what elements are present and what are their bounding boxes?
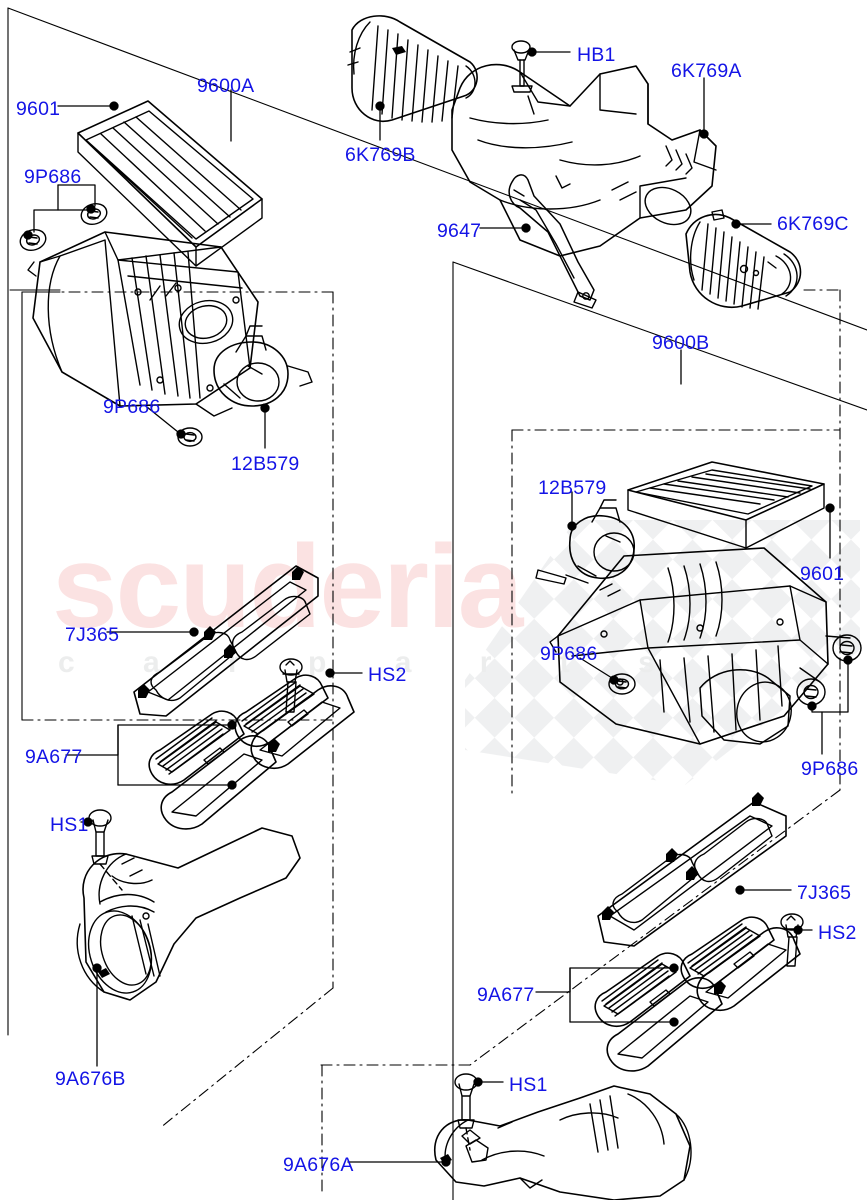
callout-label-9600A[interactable]: 9600A: [197, 75, 255, 97]
part-9647-bracket: [508, 174, 597, 309]
callout-label-12B579-mid-right[interactable]: 12B579: [538, 477, 607, 499]
callout-label-9647[interactable]: 9647: [437, 220, 482, 242]
group-boundary-9600B: [319, 261, 867, 1200]
callout-label-HS2-lower-left[interactable]: HS2: [368, 664, 407, 686]
part-9601-air-filter-upper-left: [77, 100, 263, 267]
part-9A677-filter-ll-b: [234, 674, 329, 748]
part-plenum-lower-right: [606, 927, 801, 1072]
callout-label-6K769C[interactable]: 6K769C: [777, 213, 849, 235]
part-HS2-screw-lower-right: [780, 913, 804, 967]
group-boundary-9600A: [7, 7, 867, 1129]
leader-lines: [23, 47, 853, 1167]
callout-label-9A676A[interactable]: 9A676A: [283, 1154, 354, 1176]
callout-label-HS1-lower-left[interactable]: HS1: [50, 814, 89, 836]
part-7J365-cover-lower-left: [133, 565, 319, 717]
callout-label-9601-upper-left[interactable]: 9601: [16, 98, 61, 120]
part-12B579-maf-mid-right: [535, 499, 635, 585]
part-plenum-lower-left: [160, 685, 355, 830]
part-HS1-bolt-lower-left: [88, 809, 123, 891]
part-9A677-filter-ll-a: [148, 710, 245, 786]
part-9A677-filter-lr-b: [680, 916, 775, 990]
part-HS2-screw-lower-left: [279, 658, 303, 713]
part-HS1-bolt-lower-right: [454, 1073, 478, 1151]
callout-label-6K769B[interactable]: 6K769B: [345, 144, 416, 166]
callout-label-HS2-lower-right[interactable]: HS2: [818, 922, 857, 944]
part-9600A-housing: [27, 231, 259, 417]
callout-label-9601-mid-right[interactable]: 9601: [800, 563, 845, 585]
callout-label-9P686-mr-left[interactable]: 9P686: [540, 643, 598, 665]
part-9P686-grommet-ul-a: [19, 228, 47, 252]
callout-label-9P686-mr-right[interactable]: 9P686: [801, 758, 859, 780]
callout-label-7J365-lower-right[interactable]: 7J365: [797, 882, 852, 904]
part-9600B-housing: [549, 547, 851, 745]
callout-label-9600B[interactable]: 9600B: [652, 332, 710, 354]
part-9P686-grommet-ul-b: [80, 202, 108, 226]
part-9A676A-duct: [433, 1085, 692, 1200]
part-6K769A-duct: [451, 63, 717, 257]
part-9A676B-duct: [76, 827, 301, 1001]
callout-label-9P686-ul-top[interactable]: 9P686: [24, 166, 82, 188]
callout-label-9A677-lower-left[interactable]: 9A677: [25, 746, 83, 768]
part-6K769B-bellows: [347, 15, 478, 123]
part-9P686-grommet-mr-b: [832, 634, 862, 662]
callout-label-9P686-ul-bottom[interactable]: 9P686: [103, 396, 161, 418]
callout-label-12B579-upper-left[interactable]: 12B579: [231, 453, 300, 475]
callout-label-7J365-lower-left[interactable]: 7J365: [65, 624, 120, 646]
part-6K769C-bellows: [685, 209, 802, 310]
callout-label-HS1-lower-right[interactable]: HS1: [509, 1074, 548, 1096]
callout-label-6K769A[interactable]: 6K769A: [671, 60, 742, 82]
callout-label-9A677-lower-right[interactable]: 9A677: [477, 984, 535, 1006]
callout-label-9A676B[interactable]: 9A676B: [55, 1068, 126, 1090]
callout-label-HB1[interactable]: HB1: [577, 44, 616, 66]
part-7J365-cover-lower-right: [597, 792, 787, 947]
part-9601-air-filter-mid-right: [627, 461, 825, 549]
part-12B579-maf-upper-left: [213, 325, 313, 407]
